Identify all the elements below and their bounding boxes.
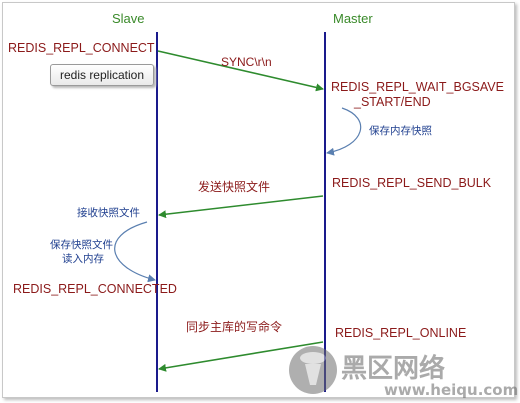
master-save-snapshot-curve xyxy=(326,107,362,156)
sync-message-label: SYNC\r\n xyxy=(221,55,272,69)
save-snapshot-note: 保存内存快照 xyxy=(369,124,432,137)
master-lane-label: Master xyxy=(333,11,373,26)
watermark-logo xyxy=(289,346,337,394)
state-connect: REDIS_REPL_CONNECT xyxy=(8,41,155,55)
state-connected: REDIS_REPL_CONNECTED xyxy=(13,282,177,296)
state-online: REDIS_REPL_ONLINE xyxy=(335,326,466,340)
state-send-bulk: REDIS_REPL_SEND_BULK xyxy=(332,176,492,190)
slave-load-snapshot-curve xyxy=(114,221,156,283)
state-wait-bgsave-line2: _START/END xyxy=(353,95,431,109)
slave-lane-label: Slave xyxy=(112,11,145,26)
sync-arrow xyxy=(157,50,324,92)
watermark-url: www.heiqu.com xyxy=(384,381,518,399)
sync-commands-label: 同步主库的写命令 xyxy=(186,319,282,334)
redis-replication-tag: redis replication xyxy=(50,64,154,86)
save-file-note-line1: 保存快照文件 xyxy=(50,238,113,251)
receive-snapshot-note: 接收快照文件 xyxy=(77,206,140,219)
send-snapshot-arrow xyxy=(158,195,324,219)
send-snapshot-label: 发送快照文件 xyxy=(198,179,270,194)
sync-commands-arrow xyxy=(158,341,324,372)
watermark-text: 黑区网络 xyxy=(341,353,445,383)
state-wait-bgsave-line1: REDIS_REPL_WAIT_BGSAVE xyxy=(331,80,504,94)
save-file-note-line2: 读入内存 xyxy=(62,252,104,265)
